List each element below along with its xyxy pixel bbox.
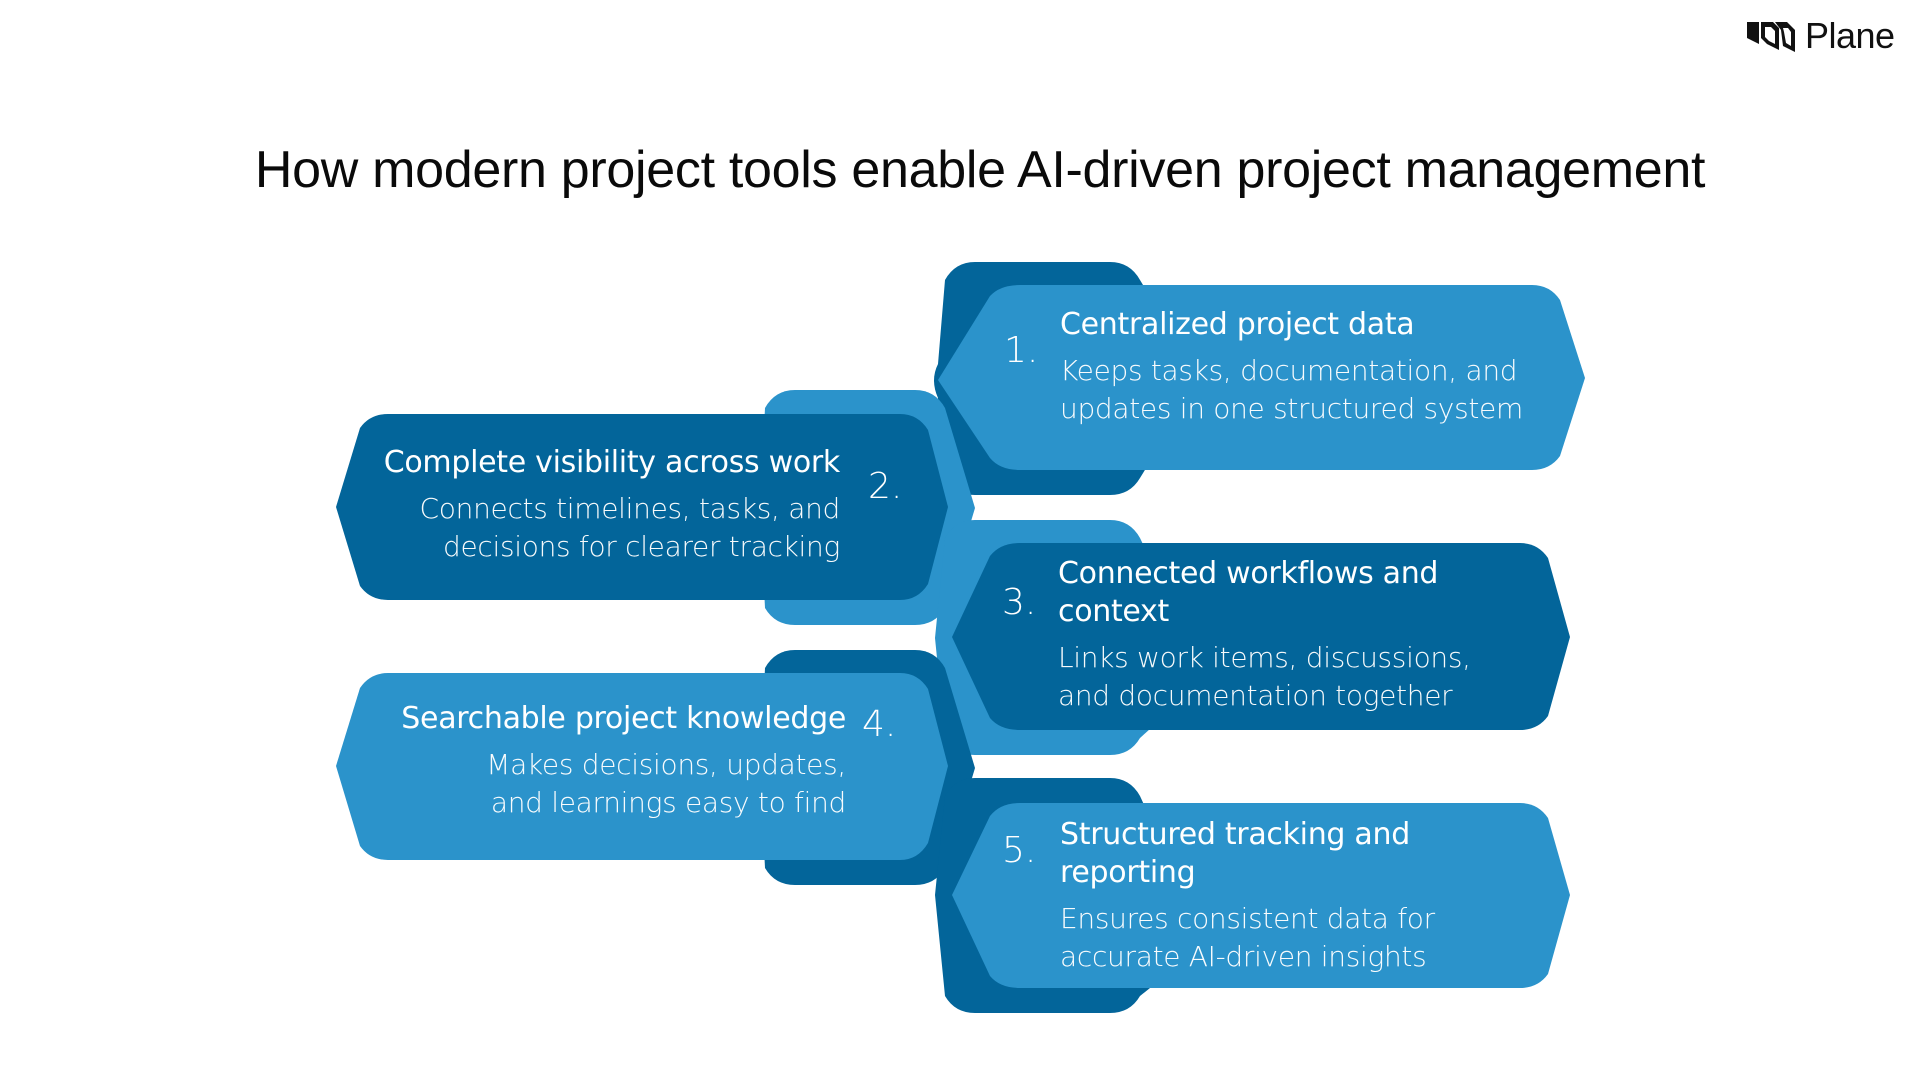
item-1-heading: Centralized project data — [1060, 307, 1415, 342]
item-3-number: 3. — [1002, 582, 1037, 623]
item-5-description: Ensures consistent data for accurate AI-… — [1060, 902, 1435, 973]
item-3-description: Links work items, discussions, and docum… — [1058, 641, 1471, 712]
item-1-number: 1. — [1004, 330, 1039, 371]
item-3-text: Connected workflows and context Links wo… — [1058, 555, 1538, 715]
item-2-number: 2. — [868, 466, 903, 507]
item-2-shape — [336, 390, 975, 625]
page-title: How modern project tools enable AI-drive… — [254, 141, 1706, 199]
brand-logo: Plane — [1745, 14, 1895, 58]
item-4-text: Searchable project knowledge Makes decis… — [360, 700, 846, 822]
item-4-description: Makes decisions, updates, and learnings … — [486, 748, 846, 819]
item-4-shape — [336, 650, 975, 885]
item-1-description: Keeps tasks, documentation, and updates … — [1060, 354, 1523, 425]
item-1-text: Centralized project data Keeps tasks, do… — [1060, 306, 1560, 428]
item-3-shape — [935, 520, 1570, 755]
brand-name: Plane — [1805, 15, 1895, 56]
item-3-heading: Connected workflows and context — [1058, 556, 1439, 629]
item-5-number: 5. — [1002, 830, 1037, 871]
item-5-text: Structured tracking and reporting Ensure… — [1060, 816, 1540, 976]
item-5-heading: Structured tracking and reporting — [1060, 817, 1410, 890]
plane-logo-icon — [1747, 22, 1795, 52]
item-4-heading: Searchable project knowledge — [401, 701, 846, 736]
item-2-heading: Complete visibility across work — [383, 445, 841, 480]
item-2-description: Connects timelines, tasks, and decisions… — [419, 492, 841, 563]
item-1-shape — [934, 262, 1585, 495]
item-2-text: Complete visibility across work Connects… — [360, 444, 841, 566]
item-4-number: 4. — [862, 704, 897, 745]
item-5-shape — [935, 778, 1570, 1013]
